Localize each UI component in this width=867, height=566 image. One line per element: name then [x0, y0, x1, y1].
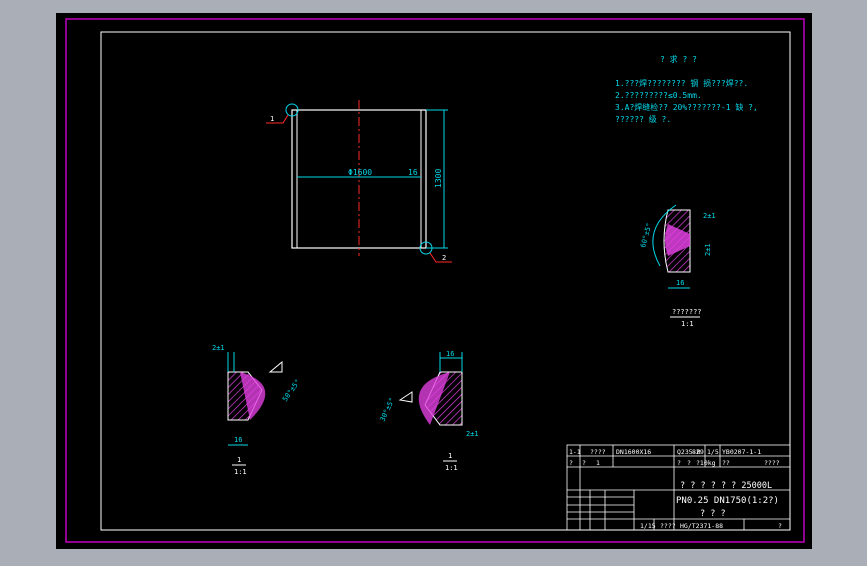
title-block-frame — [566, 444, 791, 531]
sheet-background — [56, 13, 812, 549]
weld-bead-mid — [418, 372, 450, 425]
tb-cell-1-1: 1-1 — [569, 448, 581, 456]
weld-bead-left — [240, 372, 266, 420]
weld-symbol-mid — [398, 391, 413, 403]
mid-dim-top: 16 — [446, 350, 454, 358]
tb-cell-2-1: ? — [569, 459, 573, 467]
right-caption: ??????? — [672, 308, 702, 316]
tb-cell-2-4: ? — [677, 459, 681, 467]
title-block — [566, 444, 791, 531]
callout-2-label: 2 — [442, 254, 446, 262]
weld-bead-right — [665, 224, 690, 256]
tb-cell-2-5: ? — [687, 459, 691, 467]
drawing-title: ? ? ? ? ? ? 25000L — [680, 481, 772, 491]
tb-cell-2-7: ?? — [722, 459, 730, 467]
tech-requirements: ? 求 ? ? 1.???焊???????? 钢 损???焊??. 2.????… — [615, 54, 758, 124]
tech-line-1: 1.???焊???????? 钢 损???焊??. — [615, 78, 748, 88]
right-thickness: 16 — [676, 279, 684, 287]
product-name: ? ? ? — [700, 509, 726, 519]
tb-cell-1-5: 829 — [692, 448, 704, 456]
tech-line-4: ?????? 级 ?. — [615, 114, 671, 124]
right-scale: 1:1 — [681, 320, 694, 328]
mid-scale: 1:1 — [445, 464, 458, 472]
inner-border — [100, 31, 791, 531]
callout-leader-2 — [429, 252, 452, 263]
tech-line-3: 3.A?焊缝检?? 20%???????-1 缺 ?, — [615, 102, 758, 112]
diameter-label: Φ1600 — [348, 168, 372, 177]
left-scale: 1:1 — [234, 468, 247, 476]
tb-bottom-1: 1/15 — [640, 522, 656, 530]
tb-cell-2-2: ? — [582, 459, 586, 467]
height-label: 1300 — [434, 169, 443, 188]
tb-cell-1-2: ???? — [590, 448, 606, 456]
callout-circle-1 — [285, 103, 299, 117]
main-view: Φ1600 16 1300 1 2 — [266, 100, 452, 263]
left-mark: 1 — [237, 456, 241, 464]
tech-line-2: 2.?????????≤0.5mm. — [615, 91, 702, 100]
right-gap-top: 2±1 — [703, 212, 716, 220]
drawing-subtitle: PN0.25 DN1750(1:2?) — [676, 496, 779, 506]
tb-bottom-4: ? — [778, 522, 782, 530]
callout-1-label: 1 — [270, 115, 274, 123]
tb-cell-1-7: YB0207-1-1 — [722, 448, 761, 456]
thickness-label: 16 — [408, 168, 418, 177]
outer-frame — [65, 18, 805, 543]
tb-cell-1-4: Q235-B — [677, 448, 701, 456]
tb-bottom-2: ???? — [660, 522, 676, 530]
mid-mark: 1 — [448, 452, 452, 460]
weld-symbol-left — [268, 360, 283, 373]
weld-detail-mid: 16 30°±5° 2±1 1 1:1 — [379, 350, 479, 472]
left-dim-top: 2±1 — [212, 344, 225, 352]
callout-leader-1 — [266, 114, 289, 124]
tb-bottom-3: HG/T2371-88 — [680, 522, 723, 530]
angle-arc-right — [652, 204, 677, 267]
weld-detail-right: 60°±5° 2±1 2±1 16 ??????? 1:1 — [639, 204, 716, 328]
mid-gap: 2±1 — [466, 430, 479, 438]
right-gap-bottom: 2±1 — [704, 243, 712, 256]
title-block-text: 1-1 ???? DN1600X16 Q235-B 829 1/5 YB0207… — [569, 448, 782, 530]
tb-cell-2-3: 1 — [596, 459, 600, 467]
tb-cell-2-8: ???? — [764, 459, 780, 467]
tb-cell-2-6: ?10kg — [696, 459, 716, 467]
tech-title: ? 求 ? ? — [660, 54, 697, 64]
tb-cell-1-3: DN1600X16 — [616, 448, 651, 456]
tb-cell-1-6: 1/5 — [707, 448, 719, 456]
left-thickness: 16 — [234, 436, 242, 444]
callout-circle-2 — [419, 241, 433, 255]
